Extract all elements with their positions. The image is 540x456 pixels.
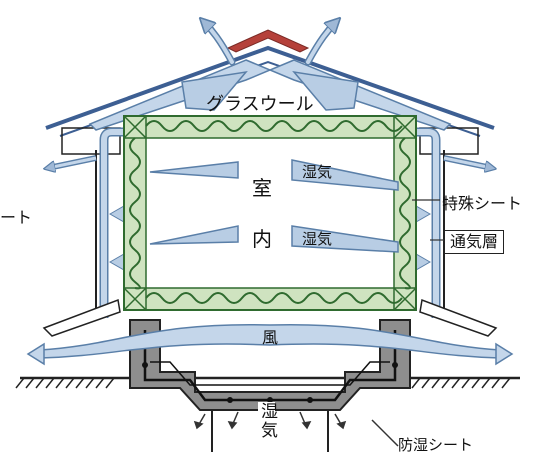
vent-layer-label: 通気層	[444, 230, 505, 254]
insulation-envelope	[123, 115, 417, 311]
room-label-1: 室	[252, 176, 272, 200]
ground-hatch	[15, 377, 511, 389]
moisture-barrier-label: 防湿シート	[398, 436, 474, 454]
glass-wool-label: グラスウール	[206, 94, 314, 115]
ground-line	[15, 376, 520, 389]
insulation-wave-top	[145, 120, 403, 132]
insulation-wave-left	[129, 137, 141, 290]
wind-label: 風	[262, 328, 279, 347]
insulation-wave-bottom	[145, 292, 403, 304]
leader-lines	[412, 199, 446, 241]
indoor-moisture-flows	[149, 159, 399, 253]
attic-air-flow	[88, 22, 452, 131]
moisture-label-lower: 湿気	[302, 230, 333, 248]
wind-arrow-left	[26, 342, 45, 366]
ground-moisture-arrows	[193, 411, 347, 430]
special-sheet-label: 特殊シート	[442, 194, 523, 213]
left-sheet-label: ート	[0, 208, 33, 227]
ground-moisture-label: 湿気	[257, 402, 277, 440]
room-label-2: 内	[252, 227, 272, 251]
wind-arrow-right	[495, 342, 514, 366]
foundation	[129, 319, 411, 452]
moisture-label-upper: 湿気	[302, 163, 333, 181]
insulation-wave-right	[399, 137, 411, 290]
leader-moisture-barrier	[371, 419, 399, 447]
wall-vent-layers	[44, 127, 496, 337]
